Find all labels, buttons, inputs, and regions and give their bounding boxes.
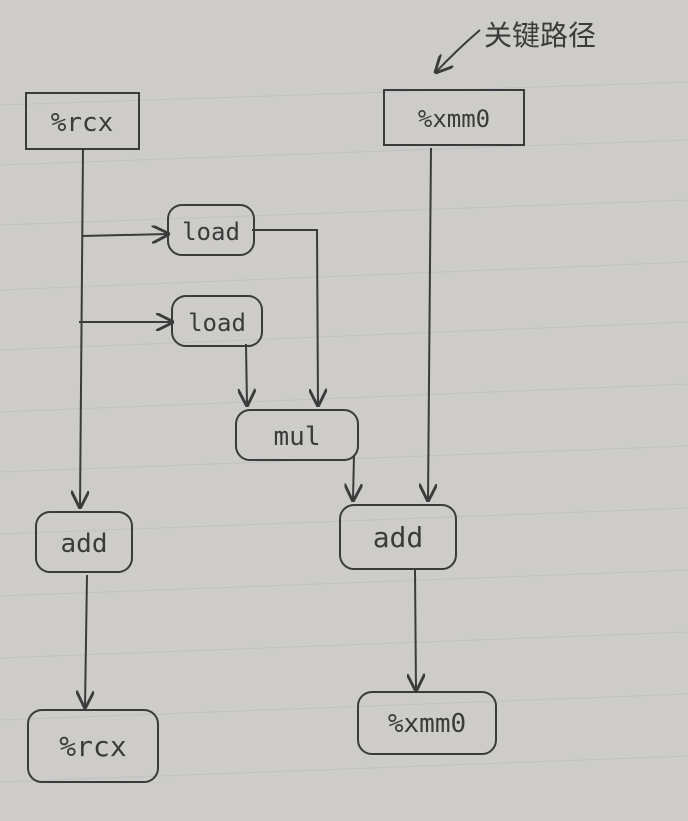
svg-text:add: add — [373, 521, 424, 554]
svg-text:%rcx: %rcx — [51, 108, 114, 138]
critical-path-label: 关键路径 — [484, 19, 596, 52]
node-load2: load — [171, 295, 263, 347]
svg-text:%rcx: %rcx — [59, 730, 126, 763]
edge-add-to-xmm0 — [415, 569, 416, 690]
paper-rule-lines — [0, 81, 688, 783]
node-xmm0-out: %xmm0 — [357, 691, 497, 755]
node-add-left: add — [35, 511, 133, 573]
edge-add-to-rcx — [85, 574, 87, 707]
node-rcx-in: %rcx — [25, 92, 140, 150]
svg-text:%xmm0: %xmm0 — [388, 709, 466, 739]
edge-mul-to-add — [353, 454, 354, 500]
edges — [79, 147, 431, 707]
svg-text:load: load — [182, 218, 240, 246]
edge-load1-to-mul — [252, 229, 318, 405]
svg-text:add: add — [61, 529, 108, 559]
svg-text:%xmm0: %xmm0 — [418, 105, 490, 133]
edge-xmm0-to-add — [428, 147, 431, 500]
node-xmm0-in: %xmm0 — [383, 89, 525, 146]
node-mul: mul — [235, 409, 359, 461]
svg-text:mul: mul — [274, 422, 321, 452]
annotation-arrow — [436, 29, 481, 72]
node-rcx-out: %rcx — [27, 709, 159, 783]
svg-text:load: load — [188, 309, 246, 337]
edge-rcx-to-add — [80, 149, 83, 507]
node-load1: load — [167, 204, 255, 256]
node-add-right: add — [339, 504, 457, 570]
edge-rcx-to-load1 — [81, 234, 168, 236]
edge-load2-to-mul — [246, 343, 247, 405]
